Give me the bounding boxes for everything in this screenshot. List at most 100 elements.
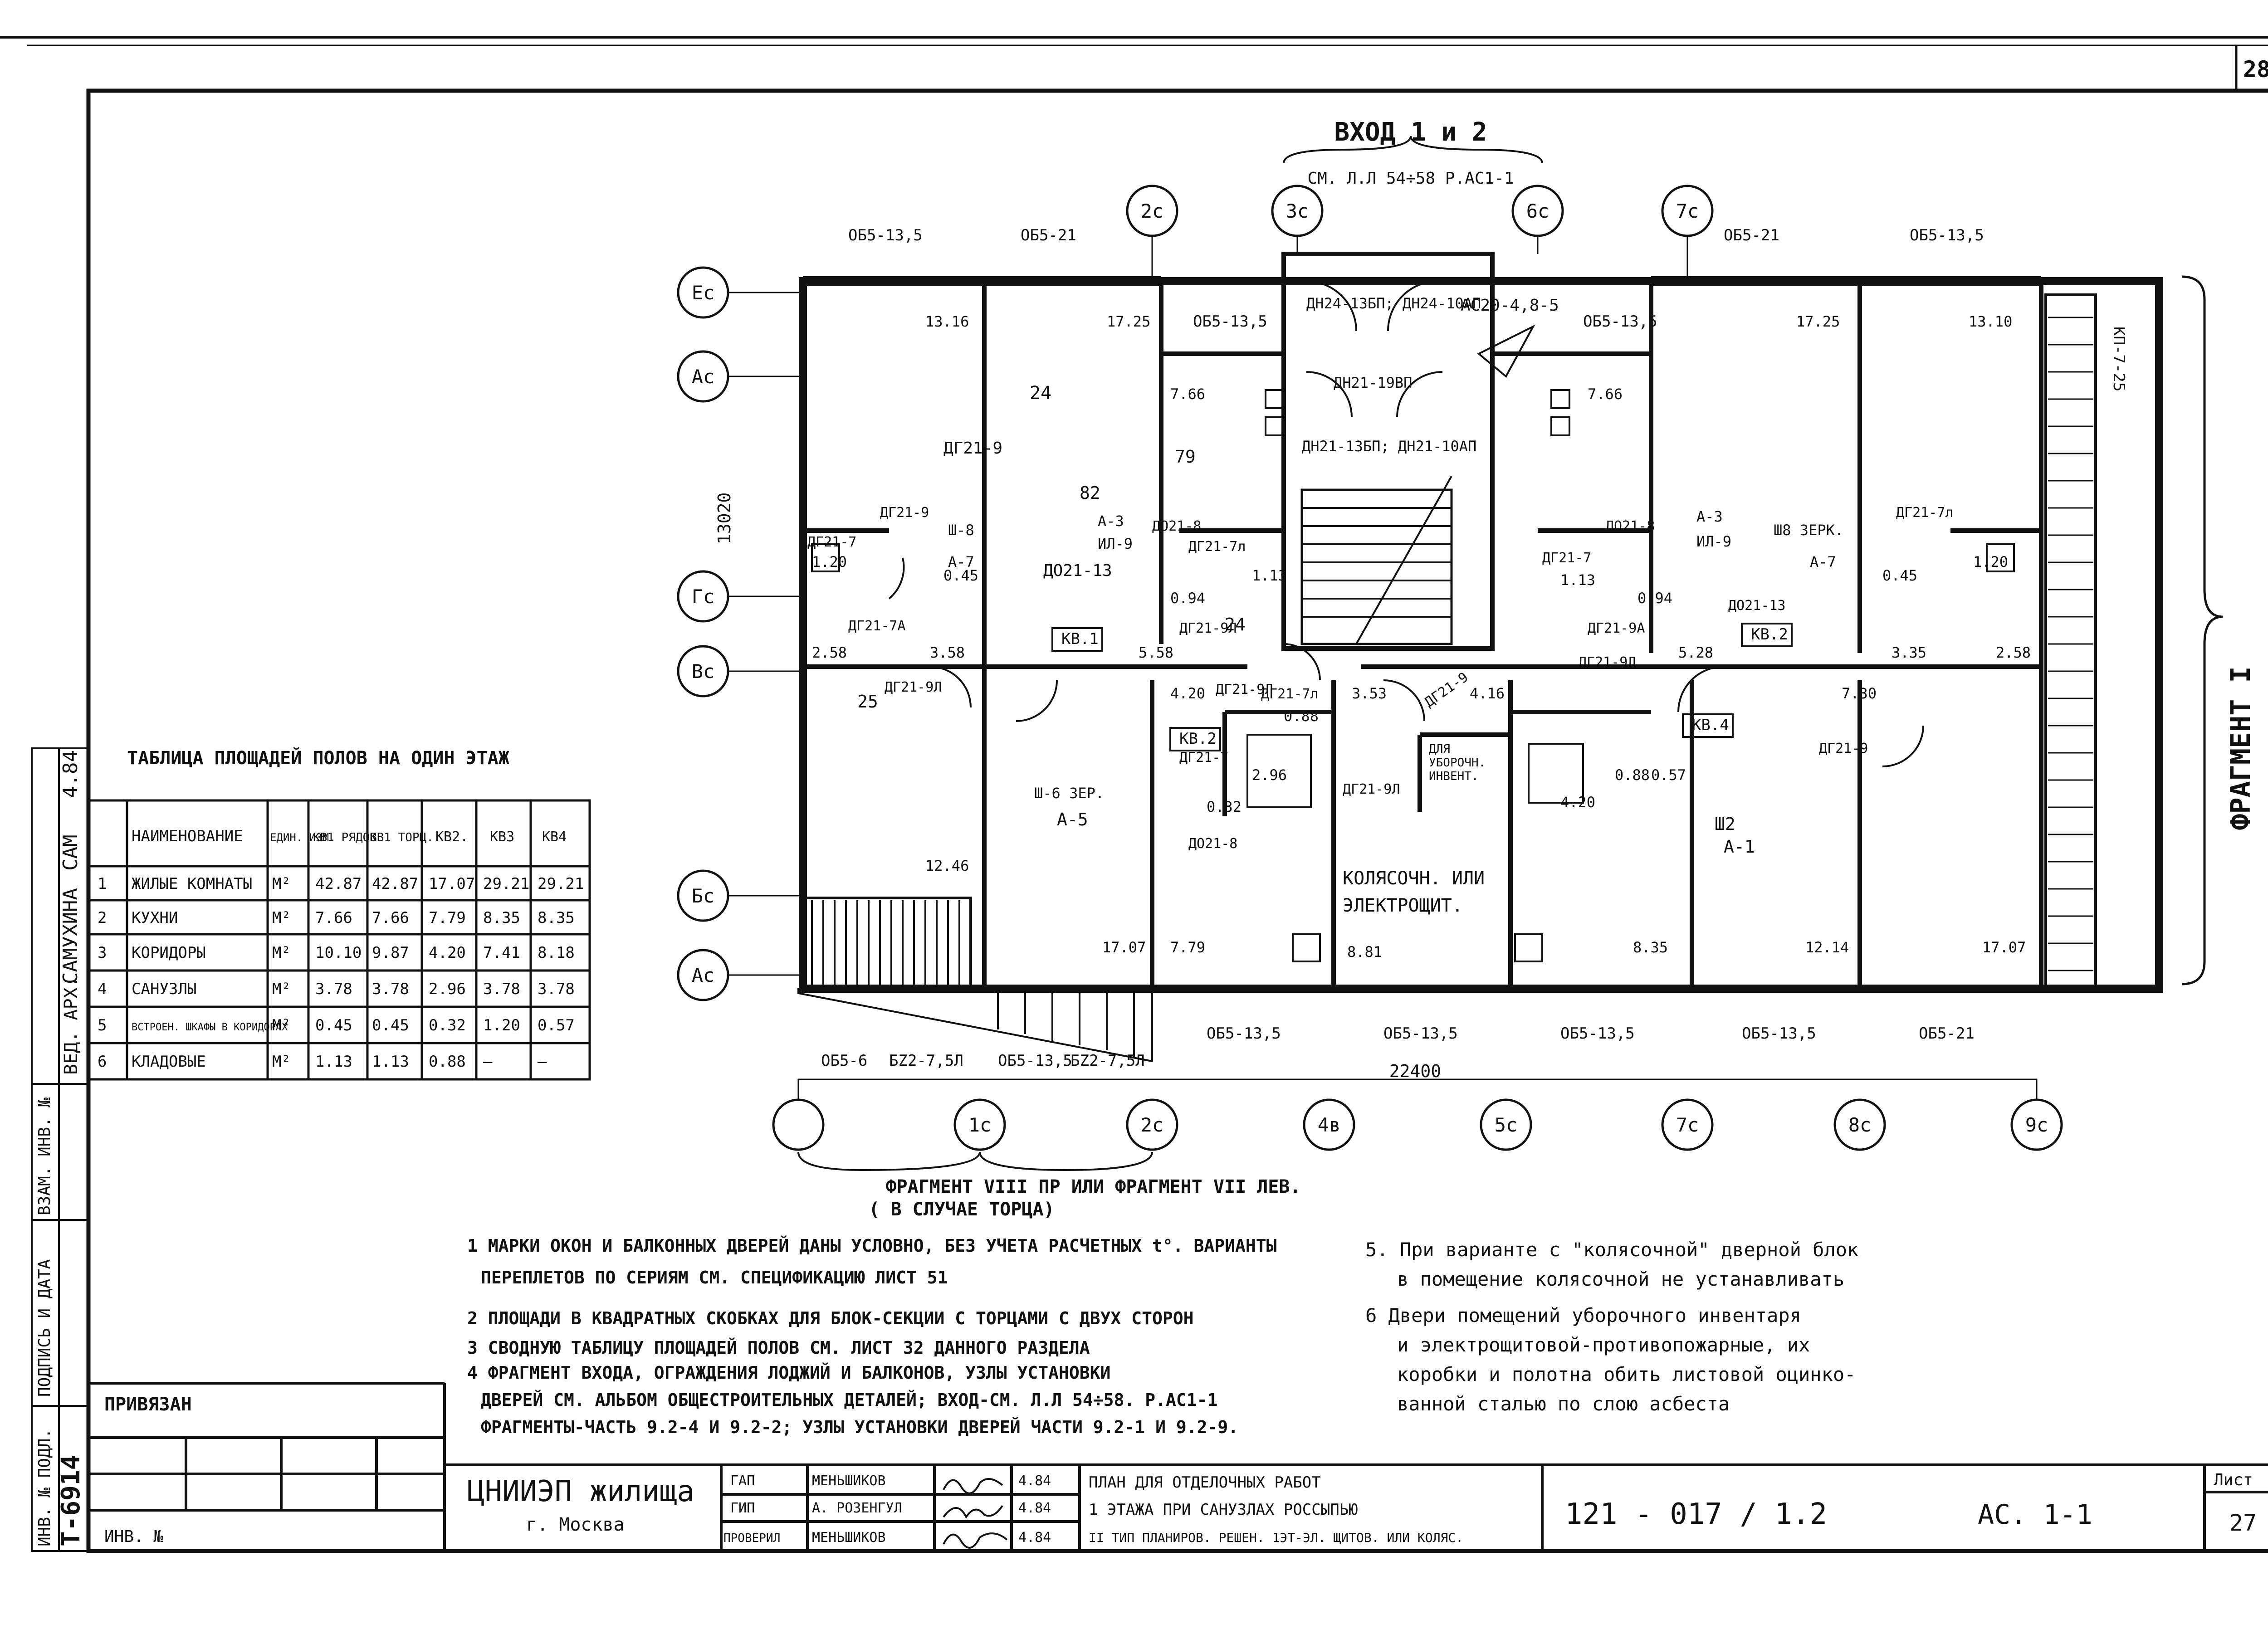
plan-label: ДН21-19ВП [1334,374,1412,391]
door-mark: ДГ21-9А [1588,620,1645,636]
plan-labels: ДН24-13БП; ДН24-10АП ДН21-19ВП ДН21-13БП… [1061,295,2128,916]
note-line: 1 МАРКИ ОКОН И БАЛКОННЫХ ДВЕРЕЙ ДАНЫ УСЛ… [467,1236,1277,1256]
area-table-cells: НАИМЕНОВАНИЕ ЕДИН. ИЗМ. КВ1 РЯДОВ КВ1 ТО… [132,827,567,845]
room-mark: Ш8 ЗЕРК. [1774,522,1843,539]
door-mark: ДГ21-7А [848,618,905,634]
note-line: в помещение колясочной не устанавливать [1397,1268,1844,1290]
side-label: ИНВ. № ПОДЛ. [35,1429,54,1546]
table-cell: 7.79 [429,909,466,927]
table-row-name: КОРИДОРЫ [132,944,206,962]
side-label: 4.84 [59,750,82,798]
plan-label: ДЛЯ [1429,742,1450,756]
room-mark: А-3 [1098,512,1124,530]
room-mark: А-7 [948,553,974,571]
room-mark: А-1 [1724,837,1755,857]
room-area: 13.10 [1969,313,2012,330]
table-cell: 3.78 [483,980,520,998]
axis-label-bottom: 7с [1676,1114,1699,1136]
org-name: ЦНИИЭП жилища [467,1475,694,1508]
window-mark: БZ2-7,5Л [889,1052,963,1070]
table-cell: 29.21 [483,875,529,893]
plan-label: АС20-4,8-5 [1461,296,1559,315]
sheet-code: АС. 1-1 [1978,1499,2092,1531]
side-label: Т-6914 [56,1455,86,1546]
fragment-bottom: ФРАГМЕНТ VIII ПР ИЛИ ФРАГМЕНТ VII ЛЕВ. [885,1176,1300,1197]
table-cell: 0.45 [315,1016,352,1034]
note-line: коробки и полотна обить листовой оцинко- [1397,1363,1856,1385]
table-cell: 3.78 [372,980,409,998]
side-label: ВЗАМ. ИНВ. № [35,1097,54,1215]
room-mark: 25 [857,692,878,712]
stamp-role: ПРОВЕРИЛ [723,1532,780,1545]
room-area: 0.45 [1882,567,1917,584]
room-area: 1.13 [1252,567,1287,584]
room-area: 0.94 [1170,590,1205,607]
door-mark: ДГ21-9Л [1216,682,1273,697]
note-line: 3 СВОДНУЮ ТАБЛИЦУ ПЛОЩАДЕЙ ПОЛОВ СМ. ЛИС… [467,1338,1090,1358]
door-mark: ДГ21-9 [1422,669,1471,711]
axis-label-top: 7с [1676,200,1699,222]
door-mark: ДО21-13 [1043,561,1112,580]
plan-label: КВ.4 [1692,716,1729,734]
table-cell: 2 [98,909,107,927]
room-area: 2.58 [812,644,847,661]
door-mark: ДГ21-9Л [1343,781,1400,797]
door-mark: ДГ21-9Л [885,679,942,695]
room-area: 3.53 [1352,685,1387,702]
room-mark: ИЛ-9 [1098,535,1133,552]
stamp-date: 4.84 [1018,1500,1051,1516]
table-row-name: КЛАДОВЫЕ [132,1053,206,1071]
room-area: 17.07 [1982,939,2026,956]
room-area: 2.58 [1996,644,2031,661]
room-area: 5.28 [1678,644,1713,661]
room-area: 17.25 [1796,313,1840,330]
room-mark: Ш-8 [948,522,974,539]
table-cell: 8.35 [483,909,520,927]
dim-width: 22400 [1389,1061,1441,1081]
table-cell: 42.87 [315,875,362,893]
room-area: 5.58 [1139,644,1173,661]
table-cell: 10.10 [315,944,362,962]
table-cell: 29.21 [538,875,584,893]
table-cell: 1.13 [315,1053,352,1071]
room-area: 12.46 [925,857,969,874]
table-cell: 7.41 [483,944,520,962]
table-title: ТАБЛИЦА ПЛОЩАДЕЙ ПОЛОВ НА ОДИН ЭТАЖ [127,747,509,769]
room-mark: Ш2 [1715,814,1735,834]
room-area: 4.16 [1470,685,1505,702]
door-mark: ДГ21-7 [1179,750,1228,766]
table-cell: 4.20 [429,944,466,962]
axis-label-left: Ас [692,366,715,388]
window-mark: ОБ5-21 [1021,226,1076,244]
stamp-desc: 1 ЭТАЖА ПРИ САНУЗЛАХ РОССЫПЬЮ [1089,1501,1358,1519]
room-mark: ИЛ-9 [1696,533,1731,550]
axis-label-bottom: 9с [2025,1114,2048,1136]
axis-label-bottom: 2с [1141,1114,1164,1136]
table-cell: 4 [98,980,107,998]
room-mark: 82 [1080,483,1100,503]
room-area: 1.13 [1560,571,1595,589]
axis-label-top: 2с [1141,200,1164,222]
table-cell: 8.18 [538,944,575,962]
title-block-text: ПРИВЯЗАН ИНВ. № ЦНИИЭП жилища г. Москва … [104,1394,2257,1546]
room-area: 0.32 [1207,798,1242,815]
table-cell: 7.66 [372,909,409,927]
table-header: КВ1 ТОРЦ. [370,831,434,844]
stamp-role: ГАП [730,1473,755,1489]
note-line: ванной сталью по слою асбеста [1397,1393,1730,1415]
area-table [87,799,591,1081]
axis-label-top: 6с [1526,200,1549,222]
room-area: 4.20 [1560,794,1595,811]
table-row-name: САНУЗЛЫ [132,980,196,998]
table-row-name: ЖИЛЫЕ КОМНАТЫ [132,875,252,893]
room-area: 8.35 [1633,939,1668,956]
notes-right: 5. При варианте с "колясочной" дверной б… [1365,1239,1858,1415]
table-cell: 6 [98,1053,107,1071]
privyazan: ПРИВЯЗАН [104,1394,192,1415]
fragment-right: ФРАГМЕНТ I [2225,666,2257,830]
fragment-bottom-note: ( В СЛУЧАЕ ТОРЦА) [869,1199,1054,1220]
door-mark: ДГ21-9 [880,505,929,521]
window-marks: ОБ5-13,5 ОБ5-21 ОБ5-21 ОБ5-13,5 ОБ5-13,5… [821,226,1984,1070]
room-area: 3.58 [930,644,965,661]
